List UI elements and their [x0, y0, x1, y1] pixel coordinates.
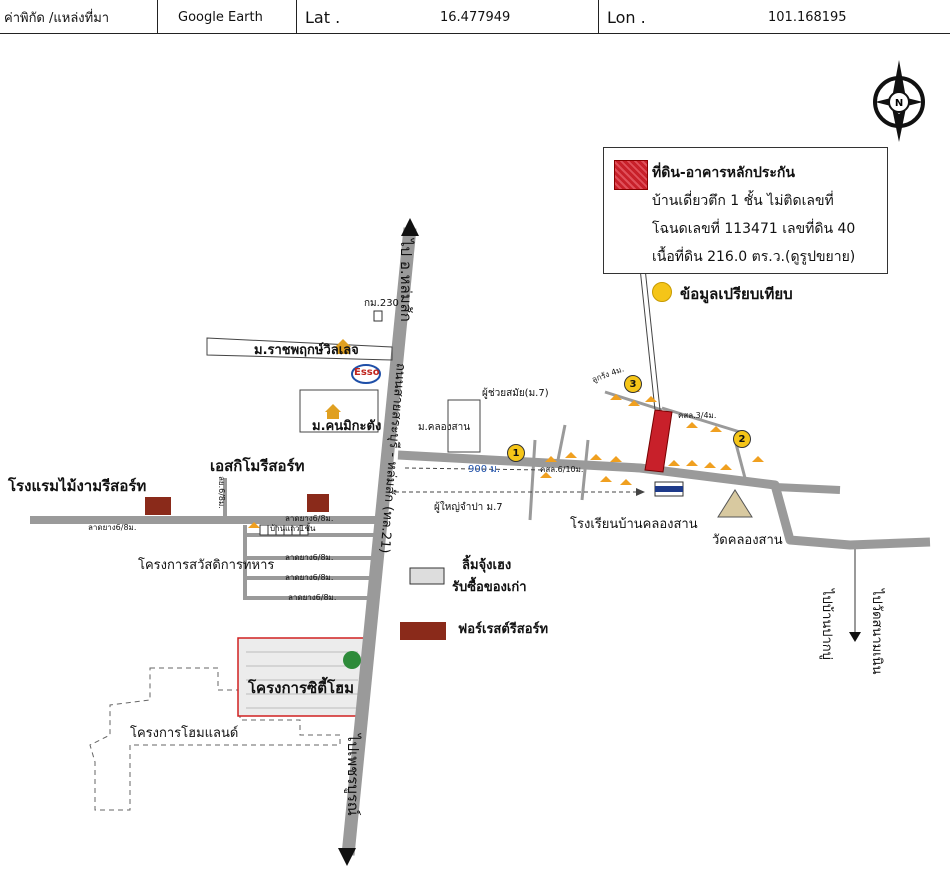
- home-land-label: โครงการโฮมแลนด์: [130, 726, 239, 741]
- kosol-34-label: คสล.3/4ม.: [678, 411, 717, 420]
- used-goods2-label: รับซื้อของเก่า: [452, 580, 527, 595]
- legend-line-2: บ้านเดี่ยวตึก 1 ชั้น ไม่ติดเลขที่: [652, 193, 834, 209]
- ratchaphruek-outline: [206, 337, 393, 361]
- compass-label: N: [895, 98, 903, 109]
- side-lane-label: ลย.6/8ม.: [217, 476, 226, 509]
- kanmika-outline: [299, 389, 379, 433]
- temple-icon: [717, 489, 753, 518]
- legend-box: ที่ดิน-อาคารหลักประกัน บ้านเดี่ยวตึก 1 ช…: [603, 147, 888, 274]
- to-wat-sanamnin-label: ไปวัดสนามเนิน: [869, 589, 884, 675]
- lane-1-label: ลาดยาง6/8ม.: [285, 553, 334, 562]
- lane-2-label: ลาดยาง6/8ม.: [285, 573, 334, 582]
- legend-line-3: โฉนดเลขที่ 113471 เลขที่ดิน 40: [652, 221, 856, 237]
- laterite-left-label: ลาดยาง6/8ม.: [88, 523, 137, 532]
- arrow-north: [401, 218, 419, 236]
- hotel-maingam-label: โรงแรมไม้งามรีสอร์ท: [8, 477, 147, 495]
- forest-building: [400, 622, 446, 640]
- khlongsan-village-outline: [447, 399, 481, 453]
- lane-3-label: ลาดยาง6/8ม.: [288, 593, 337, 602]
- header-divider: [157, 0, 158, 34]
- esso-logo: [351, 364, 381, 384]
- forest-resort-label: ฟอร์เรสต์รีสอร์ท: [458, 622, 549, 637]
- tree-icon: [343, 651, 361, 669]
- compare-pin-3[interactable]: 3: [624, 375, 642, 393]
- escimo-building: [307, 494, 329, 512]
- highway-21: [341, 227, 417, 856]
- headman-label: ผู้ใหญ่จำปา ม.7: [434, 502, 503, 513]
- school-label: โรงเรียนบ้านคลองสาน: [570, 517, 698, 532]
- lat-value: 16.477949: [440, 9, 511, 25]
- coordinate-header: ค่าพิกัด /แหล่งที่มา Google Earth Lat . …: [0, 0, 950, 34]
- source-value: Google Earth: [178, 9, 263, 25]
- to-phetchabun-label: ไปเพชรบูรณ์: [344, 734, 362, 816]
- khlongsan-road: [397, 450, 931, 550]
- collateral-parcel: [644, 409, 673, 473]
- lon-value: 101.168195: [768, 9, 847, 25]
- assistant-headman-label: ผู้ช่วยสมัย(ม.7): [482, 388, 549, 399]
- location-map[interactable]: N ที่ดิน-อาคารหลักประกัน บ้านเดี่ยวตึก 1…: [0, 34, 950, 877]
- esso-label: Esso: [354, 367, 380, 378]
- homeland-outline: [89, 667, 341, 811]
- row-houses-label: บ้านแถว1ชั้น: [270, 524, 316, 533]
- ratchaphruek-label: ม.ราชพฤกษ์วิลเลจ: [254, 343, 359, 358]
- location-source-label: ค่าพิกัด /แหล่งที่มา: [4, 10, 110, 26]
- header-divider: [296, 0, 297, 34]
- kanmika-label: ม.คนมิกะตัง: [312, 419, 382, 434]
- city-home-label: โครงการซิตี้โฮม: [248, 679, 355, 697]
- welfare-label: โครงการสวัสดิการทหาร: [138, 558, 275, 573]
- arrow-south: [338, 848, 356, 866]
- legend-line-1: ที่ดิน-อาคารหลักประกัน: [652, 165, 795, 181]
- distance-label: 900 ม.: [468, 464, 501, 475]
- temple-label: วัดคลองสาน: [712, 533, 783, 548]
- header-divider: [598, 0, 599, 34]
- collateral-swatch: [614, 160, 648, 190]
- used-goods-label: ลิ้มจุ้งเฮง: [462, 558, 512, 573]
- km230-label: กม.230: [364, 298, 399, 309]
- khlongsan-village-label: ม.คลองสาน: [418, 422, 471, 433]
- usedgoods-building: [409, 567, 445, 585]
- compare-pin-2[interactable]: 2: [733, 430, 751, 448]
- compare-pin-1[interactable]: 1: [507, 444, 525, 462]
- lat-label: Lat .: [305, 7, 341, 27]
- compare-label: ข้อมูลเปรียบเทียบ: [680, 285, 793, 303]
- lon-label: Lon .: [607, 7, 646, 27]
- to-ban-paknu-label: ไปบ้านปากบู่: [819, 589, 834, 660]
- kosol-610-label: คสล.6/10ม.: [540, 465, 584, 474]
- compass-icon: N: [873, 60, 925, 142]
- map-roads-svg: [30, 218, 931, 866]
- escimo-label: เอสกิโมรีสอร์ท: [210, 457, 305, 475]
- compare-dot-icon: [652, 282, 672, 302]
- lane-upper-label: ลาดยาง6/8ม.: [285, 514, 334, 523]
- legend-line-4: เนื้อที่ดิน 216.0 ตร.ว.(ดูรูปขยาย): [652, 249, 856, 265]
- maingam-building: [145, 497, 171, 515]
